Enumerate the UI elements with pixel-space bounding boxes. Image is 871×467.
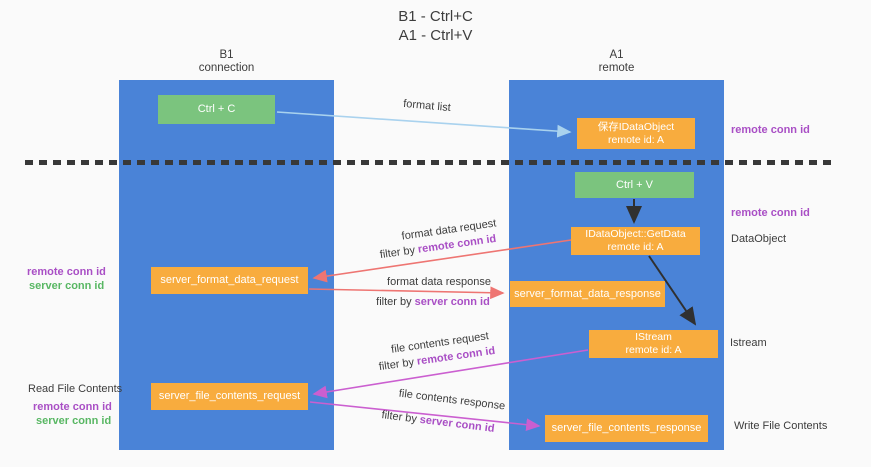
idataobject-getdata-box: IDataObject::GetData remote id: A: [571, 227, 700, 255]
format-list-arrow: [276, 111, 572, 138]
annotation-dataobject: DataObject: [731, 233, 787, 245]
format-data-response-arrow: [308, 286, 505, 300]
getdata-line2: remote id: A: [607, 241, 664, 253]
server-format-data-response-label: server_format_data_response: [514, 287, 661, 300]
getdata-line1: IDataObject::GetData: [585, 228, 686, 240]
server-file-contents-response-label: server_file_contents_response: [551, 422, 702, 434]
filter-by-text: filter by: [376, 296, 412, 308]
phase-separator-dashed-line: [25, 160, 831, 165]
annotation-server-conn-id-left-bottom: server conn id: [36, 415, 112, 427]
server-file-contents-response-box: server_file_contents_response: [545, 415, 708, 442]
lane-header-b1: B1 connection: [119, 49, 334, 74]
server-format-data-request-box: server_format_data_request: [151, 267, 308, 294]
ctrl-v-label: Ctrl + V: [616, 178, 653, 191]
annotation-remote-conn-id-left-top: remote conn id: [27, 266, 106, 278]
diagram-title: B1 - Ctrl+C A1 - Ctrl+V: [0, 7, 871, 45]
lane-b1-title: B1: [219, 49, 234, 61]
server-file-contents-request-box: server_file_contents_request: [151, 383, 308, 410]
annotation-remote-conn-id-left-bottom: remote conn id: [33, 401, 112, 413]
server-conn-id-text: server conn id: [414, 296, 490, 308]
server-format-data-response-box: server_format_data_response: [510, 281, 665, 307]
lane-b1-subtitle: connection: [198, 61, 255, 74]
file-contents-request-arrow: [312, 349, 589, 399]
annotation-remote-conn-id-right-top: remote conn id: [731, 124, 810, 136]
format-data-request-arrow: [312, 239, 572, 283]
annotation-istream: Istream: [730, 337, 767, 349]
ctrl-c-label: Ctrl + C: [197, 103, 236, 115]
annotation-server-conn-id-left-top: server conn id: [29, 280, 105, 292]
server-format-data-request-label: server_format_data_request: [160, 274, 299, 286]
save-dataobject-line1: 保存IDataObject: [597, 120, 675, 133]
server-file-contents-request-label: server_file_contents_request: [158, 390, 301, 402]
annotation-remote-conn-id-right-mid: remote conn id: [731, 207, 810, 219]
istream-line1: IStream: [635, 331, 672, 343]
file-contents-response-arrow: [309, 401, 541, 432]
annotation-read-file-contents: Read File Contents: [28, 383, 123, 395]
istream-box: IStream remote id: A: [589, 330, 718, 358]
annotation-write-file-contents: Write File Contents: [734, 420, 828, 432]
lane-a1-title: A1: [609, 49, 624, 61]
istream-line2: remote id: A: [625, 344, 682, 356]
title-line-1: B1 - Ctrl+C: [398, 8, 473, 25]
ctrl-v-box: Ctrl + V: [575, 172, 694, 198]
title-line-2: A1 - Ctrl+V: [398, 27, 473, 44]
lane-a1-subtitle: remote: [598, 61, 635, 74]
ctrl-c-box: Ctrl + C: [158, 95, 275, 124]
save-dataobject-line2: remote id: A: [607, 133, 665, 146]
getdata-to-istream-arrow: [648, 255, 697, 326]
save-dataobject-box: 保存IDataObject remote id: A: [577, 118, 695, 149]
lane-header-a1: A1 remote: [509, 49, 724, 74]
format-data-response-label: format data response: [387, 276, 491, 288]
